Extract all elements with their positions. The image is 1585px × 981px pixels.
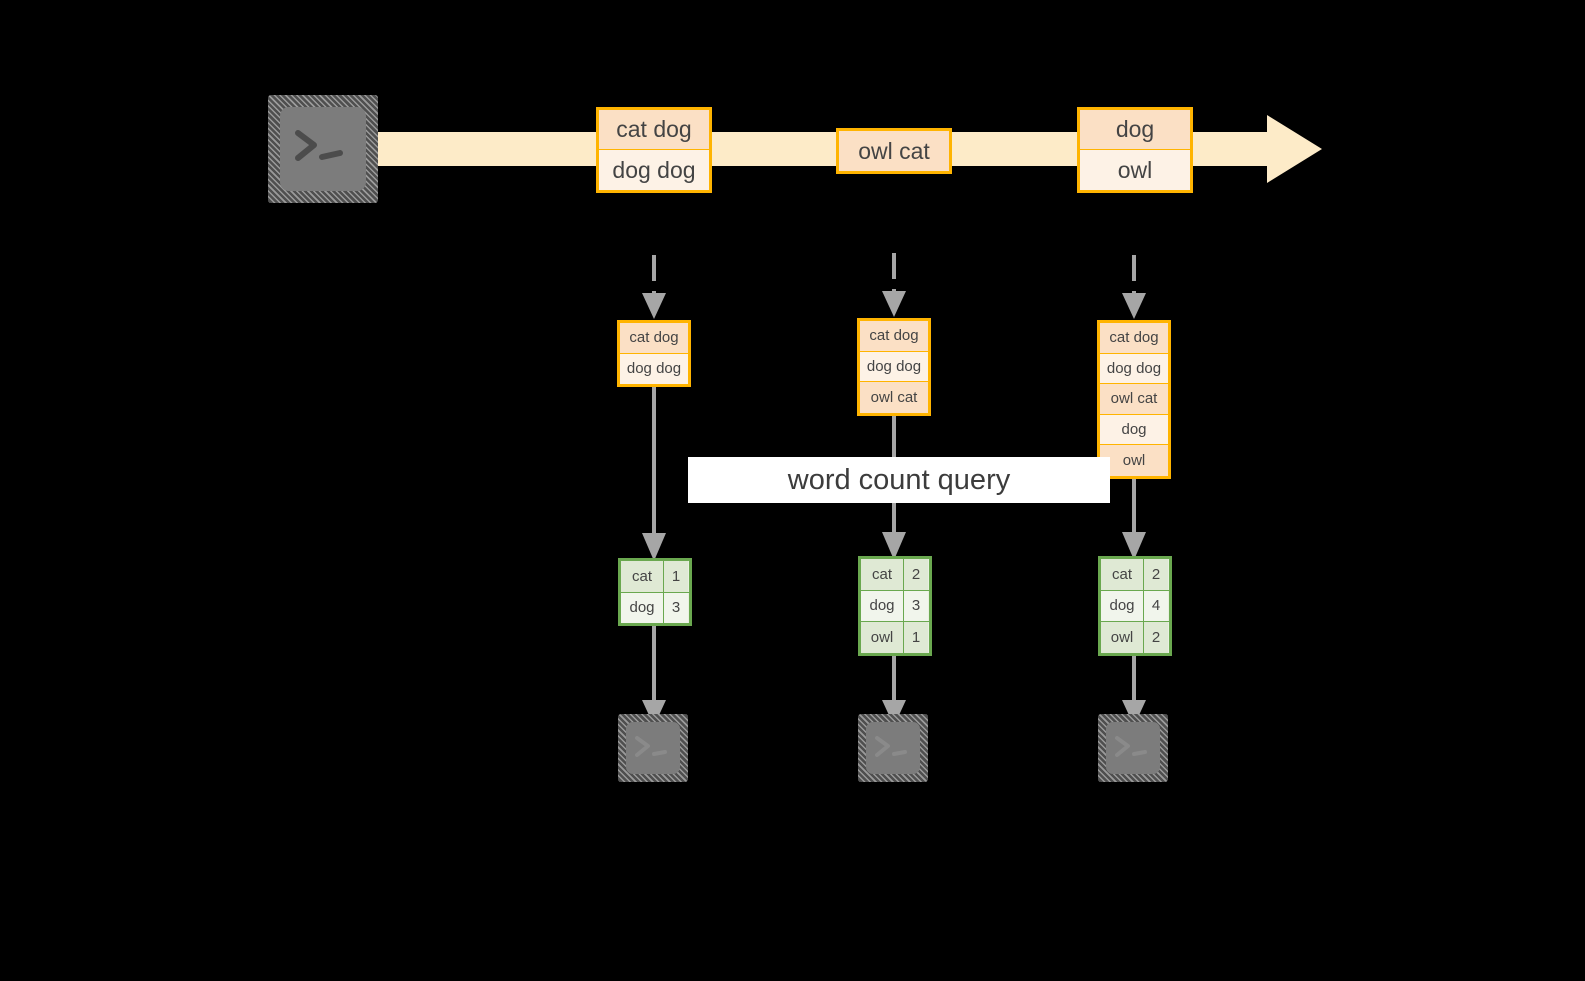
result-word: cat [861, 559, 904, 590]
table-row: dog 3 [861, 590, 929, 622]
result-word: dog [861, 590, 904, 621]
table-row: owl 2 [1101, 622, 1169, 653]
input-line: owl cat [1100, 384, 1168, 415]
input-line: cat dog [620, 323, 688, 354]
snapshot-3-result-table: cat 2 dog 4 owl 2 [1098, 556, 1172, 656]
record-line: cat dog [599, 110, 709, 150]
solid-connector-result-sink-2 [882, 650, 906, 726]
table-row: owl 1 [861, 622, 929, 653]
input-line: owl cat [860, 382, 928, 413]
result-count: 3 [904, 590, 928, 621]
snapshot-1-result-table: cat 1 dog 3 [618, 558, 692, 626]
result-word: dog [1101, 590, 1144, 621]
input-line: dog dog [1100, 353, 1168, 384]
snapshot-2-result-table: cat 2 dog 3 owl 1 [858, 556, 932, 656]
result-word: cat [621, 561, 664, 592]
query-label-text: word count query [787, 463, 1011, 496]
table-row: cat 2 [861, 559, 929, 591]
input-line: dog dog [860, 351, 928, 382]
input-line: dog [1100, 414, 1168, 445]
solid-connector-input-result-3 [1122, 474, 1146, 560]
query-label-band: word count query [688, 457, 1110, 503]
result-count: 2 [1144, 622, 1168, 653]
result-count: 3 [664, 592, 688, 623]
table-row: cat 2 [1101, 559, 1169, 591]
snapshot-2-sink-terminal-icon [858, 714, 928, 782]
terminal-face [626, 722, 680, 774]
prompt-glyph [295, 130, 343, 161]
prompt-glyph [635, 736, 667, 757]
solid-connector-result-sink-3 [1122, 650, 1146, 726]
result-count: 1 [904, 622, 928, 653]
snapshot-3-sink-terminal-icon [1098, 714, 1168, 782]
prompt-glyph [1115, 736, 1147, 757]
dashed-connector-1 [642, 255, 666, 319]
stream-record-2: owl cat [836, 128, 952, 174]
terminal-face [280, 107, 366, 191]
dashed-connector-2 [882, 253, 906, 317]
record-line: owl cat [839, 131, 949, 171]
result-count: 2 [1144, 559, 1168, 590]
dashed-connector-3 [1122, 255, 1146, 319]
snapshot-2-input-stack: cat dog dog dog owl cat [857, 318, 931, 416]
snapshot-3-input-stack: cat dog dog dog owl cat dog owl [1097, 320, 1171, 479]
table-row: cat 1 [621, 561, 689, 593]
result-word: owl [861, 622, 904, 653]
record-line: dog dog [599, 150, 709, 190]
input-line: dog dog [620, 353, 688, 384]
result-count: 1 [664, 561, 688, 592]
input-line: cat dog [860, 321, 928, 352]
table-row: dog 3 [621, 592, 689, 623]
input-line: owl [1100, 445, 1168, 476]
stream-record-1: cat dog dog dog [596, 107, 712, 193]
result-count: 4 [1144, 590, 1168, 621]
source-terminal-icon [268, 95, 378, 203]
result-word: owl [1101, 622, 1144, 653]
terminal-face [866, 722, 920, 774]
table-row: dog 4 [1101, 590, 1169, 622]
record-line: dog [1080, 110, 1190, 150]
snapshot-1-input-stack: cat dog dog dog [617, 320, 691, 387]
result-word: cat [1101, 559, 1144, 590]
result-count: 2 [904, 559, 928, 590]
record-line: owl [1080, 150, 1190, 190]
solid-connector-result-sink-1 [642, 620, 666, 726]
solid-connector-input-result-1 [642, 383, 666, 561]
stream-record-3: dog owl [1077, 107, 1193, 193]
input-line: cat dog [1100, 323, 1168, 354]
result-word: dog [621, 592, 664, 623]
prompt-glyph [875, 736, 907, 757]
terminal-face [1106, 722, 1160, 774]
snapshot-1-sink-terminal-icon [618, 714, 688, 782]
